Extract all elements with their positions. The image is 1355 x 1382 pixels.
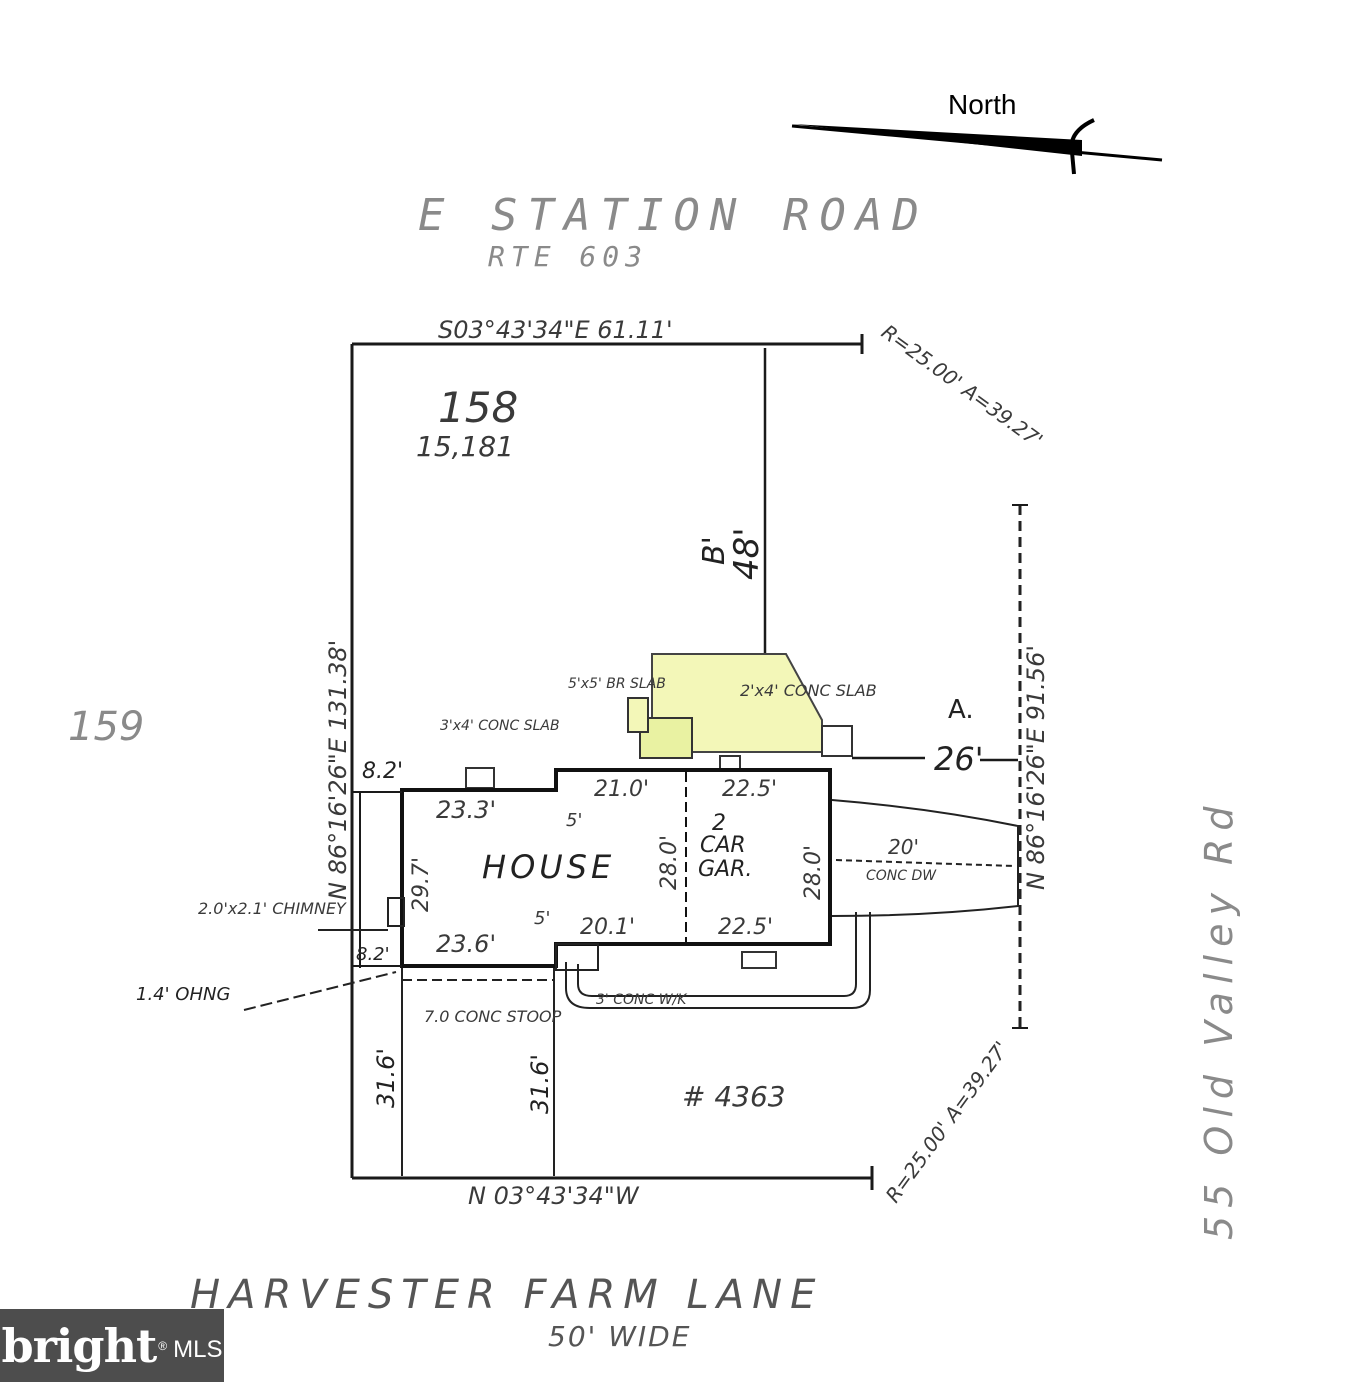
dim-house-bottom-2: 20.1' [580,915,635,940]
left-bearing: N 86°16'26"E 131.38' [324,640,352,900]
setback-left-bottom: 8.2' [356,944,390,965]
walk-outer [565,912,871,1009]
brand-mark: ® [158,1338,168,1353]
top-bearing: S03°43'34"E 61.11' [438,316,673,344]
bottom-right-curve: R=25.00' A=39.27' [881,1037,1014,1207]
slab-right: 2'x4' CONC SLAB [740,681,877,700]
dim-garage-right: 28.0' [801,845,826,900]
neighbor-lot: 159 [68,704,144,750]
chimney-box [387,897,405,927]
dim-step-top: 5' [566,810,582,831]
dim-garage-top: 22.5' [722,777,777,802]
house-label: HOUSE [482,848,615,886]
rear-slab-area [627,653,853,771]
stoop-dim-right: 31.6' [526,1054,554,1114]
lot-number: 158 [438,383,518,432]
driveway [831,799,1019,917]
slab-left-2: 5'x5' BR SLAB [568,676,666,692]
overhang-label: 1.4' OHNG [136,984,230,1005]
garage-label-3: GAR. [698,857,752,882]
dim-step-bottom: 5' [534,908,550,929]
dim-house-top-2: 21.0' [594,777,649,802]
stoop [401,943,599,1176]
slab-left-box [465,767,495,789]
side-setback: 26' [934,740,984,778]
dim-house-mid: 28.0' [657,835,682,890]
brand-suffix: MLS [173,1335,223,1363]
bottom-bearing: N 03°43'34"W [468,1182,640,1210]
walk-inner [577,912,857,997]
road-top-route: RTE 603 [488,240,648,273]
setback-left-top: 8.2' [362,759,403,784]
top-right-curve: R=25.00' A=39.27' [877,320,1047,453]
right-bearing: N 86°16'26"E 91.56' [1022,645,1050,890]
lot-boundary [350,334,1028,1190]
lot-area: 15,181 [416,430,514,463]
dim-garage-bottom: 22.5' [718,915,773,940]
road-bottom-name: HARVESTER FARM LANE [190,1272,823,1318]
garage-label-2: CAR [700,833,746,858]
dim-house-top: 23.3' [436,796,496,824]
dim-house-bottom: 23.6' [436,930,496,958]
road-right-name: 55 Old Valley Rd [1197,798,1241,1240]
garage-label-1: 2 [712,811,726,836]
stoop-label: 7.0 CONC STOOP [424,1007,562,1026]
house-footprint [359,768,832,968]
rear-setback-label: B' [697,536,732,565]
chimney-label: 2.0'x2.1' CHIMNEY [198,899,347,918]
walk-label: 3' CONC W/K [596,992,688,1008]
side-label: A. [948,695,974,725]
north-label: North [948,89,1016,120]
driveway-width: 20' [888,835,919,859]
road-top-name: E STATION ROAD [418,190,929,241]
lot-address: # 4363 [682,1080,786,1113]
driveway-label: CONC DW [866,868,937,884]
road-bottom-width: 50' WIDE [548,1320,691,1353]
bright-mls-logo: bright® MLS [0,1309,224,1382]
stoop-dim-left: 31.6' [372,1048,400,1108]
rear-setback: 48' [727,527,767,580]
slab-left: 3'x4' CONC SLAB [440,718,560,734]
north-arrow: North [791,89,1163,175]
brand-word: bright [1,1318,158,1373]
dim-house-left: 29.7' [409,857,434,912]
